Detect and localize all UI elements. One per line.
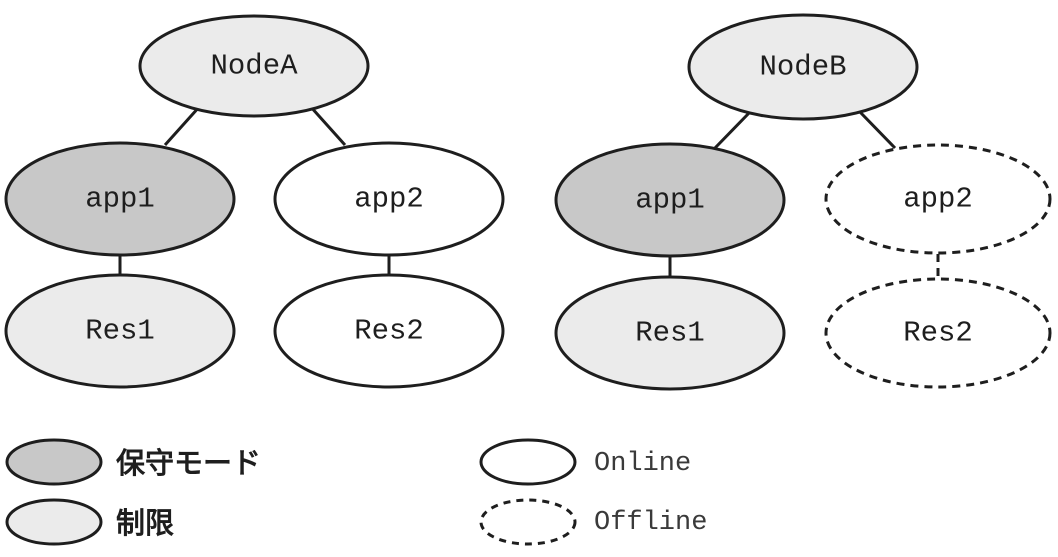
edge-nodea-app1 [163,104,202,147]
legend-label-restricted: 制限 [116,506,174,540]
app1-a-label: app1 [85,183,155,216]
node-a-label: NodeA [210,50,298,83]
edge-nodeb-app1 [713,110,752,150]
node-a-ellipse [138,14,370,118]
res1-a-label: Res1 [85,315,155,348]
node-b-ellipse [687,13,919,121]
legend: 保守モード 制限 Online Offline [5,438,707,546]
res1-b-ellipse [554,275,786,391]
res2-a-label: Res2 [354,315,424,348]
legend-swatch-offline [479,498,577,546]
legend-item-offline: Offline [479,498,707,546]
app1-b-label: app1 [635,184,705,217]
legend-item-maintenance: 保守モード [5,438,261,486]
res2-b-label: Res2 [903,317,973,350]
tree-node-a: NodeA app1 app2 Res1 Res2 [4,14,505,389]
legend-swatch-online [479,438,577,486]
legend-label-offline: Offline [594,508,707,538]
edge-nodea-app2 [308,104,347,147]
legend-item-online: Online [479,438,691,486]
legend-swatch-maintenance [5,438,103,486]
node-b-label: NodeB [759,51,846,84]
edge-nodeb-app2 [858,110,897,150]
app1-b-ellipse [554,142,786,258]
tree-node-b: NodeB app1 app2 Res1 Res2 [554,13,1052,391]
res2-b-ellipse [824,277,1052,389]
app2-b-ellipse [824,143,1052,255]
app1-a-ellipse [4,141,236,257]
app2-a-ellipse [273,141,505,257]
res1-b-label: Res1 [635,317,705,350]
legend-label-maintenance: 保守モード [115,446,261,480]
app2-a-label: app2 [354,183,424,216]
res1-a-ellipse [4,273,236,389]
res2-a-ellipse [273,273,505,389]
legend-item-restricted: 制限 [5,498,174,546]
legend-swatch-restricted [5,498,103,546]
app2-b-label: app2 [903,183,973,216]
legend-label-online: Online [594,449,691,479]
